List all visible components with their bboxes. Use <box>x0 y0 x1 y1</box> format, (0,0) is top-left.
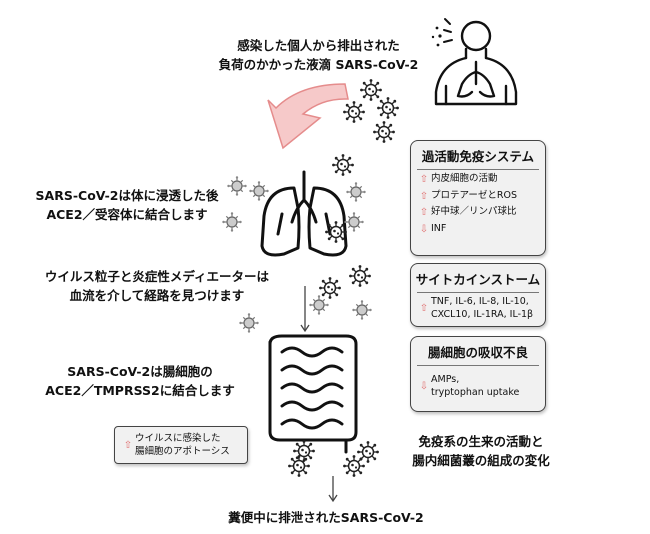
box-divider <box>417 365 539 366</box>
caption-microbiota-line1: 免疫系の生来の活動と <box>418 434 544 449</box>
box-apoptosis: ⇧ ウイルスに感染した 腸細胞のアポトーシス <box>114 426 248 464</box>
caption-bloodstream: ウイルス粒子と炎症性メディエーターは 血流を介して経路を見つけます <box>22 267 292 306</box>
caption-lung-line2: ACE2／受容体に結合します <box>46 207 208 223</box>
caption-gut-line1: SARS-CoV-2は腸細胞の <box>67 364 213 379</box>
cytokine-item: ⇧TNF, IL-6, IL-8, IL-10, CXCL10, IL-1RA,… <box>417 296 545 322</box>
up-arrow-icon: ⇧ <box>419 190 429 202</box>
box-immune-title: 過活動免疫システム <box>421 149 535 164</box>
caption-source-line2: 負荷のかかった液滴 SARS-CoV-2 <box>218 57 419 73</box>
virus-icon-group <box>287 78 400 478</box>
up-arrow-icon: ⇧ <box>419 207 429 218</box>
up-arrow-icon: ⇧ <box>123 439 133 451</box>
down-arrow-icon: ⇩ <box>419 223 429 235</box>
immune-item: ⇩INF <box>417 223 545 237</box>
box-cytokine-storm: サイトカインストーム ⇧TNF, IL-6, IL-8, IL-10, CXCL… <box>410 263 546 327</box>
down-arrow-icon: ⇩ <box>419 381 429 393</box>
caption-blood-line2: 血流を介して経路を見つけます <box>69 288 245 304</box>
box-immune-system: 過活動免疫システム ⇧内皮細胞の活動 ⇧プロテアーゼとROS ⇧好中球／リンパ球… <box>410 140 546 256</box>
intestine-icon <box>268 334 358 454</box>
caption-microbiota-line2: 腸内細菌叢の組成の変化 <box>412 453 550 469</box>
lungs-icon <box>260 170 348 257</box>
caption-feces: 糞便中に排泄されたSARS-CoV-2 <box>206 508 446 527</box>
up-arrow-icon: ⇧ <box>419 303 429 315</box>
box-cytokine-title: サイトカインストーム <box>415 272 541 287</box>
box-divider <box>417 292 539 293</box>
big-curved-arrow-icon <box>267 83 349 150</box>
caption-lung-line1: SARS-CoV-2は体に浸透した後 <box>35 188 219 203</box>
malabsorption-item: ⇩AMPs, tryptophan uptake <box>417 374 545 400</box>
flow-arrow-lungs-to-gut <box>300 286 310 333</box>
apoptosis-item: ⇧ ウイルスに感染した 腸細胞のアポトーシス <box>121 432 247 459</box>
caption-microbiota: 免疫系の生来の活動と 腸内細菌叢の組成の変化 <box>386 432 576 471</box>
caption-feces-line: 糞便中に排泄されたSARS-CoV-2 <box>228 510 424 525</box>
box-malabsorption-title: 腸細胞の吸収不良 <box>427 345 528 360</box>
box-malabsorption: 腸細胞の吸収不良 ⇩AMPs, tryptophan uptake <box>410 336 546 412</box>
immune-item: ⇧好中球／リンパ球比 <box>417 206 545 220</box>
caption-lung-entry: SARS-CoV-2は体に浸透した後 ACE2／受容体に結合します <box>22 186 232 225</box>
immune-item: ⇧内皮細胞の活動 <box>417 173 545 187</box>
apoptosis-line2: 腸細胞のアポトーシス <box>135 446 230 458</box>
caption-gut-line2: ACE2／TMPRSS2に結合します <box>45 383 235 399</box>
apoptosis-line1: ウイルスに感染した <box>135 433 221 444</box>
caption-blood-line1: ウイルス粒子と炎症性メディエーターは <box>44 269 270 284</box>
caption-source-line1: 感染した個人から排出された <box>237 38 400 53</box>
flow-arrow-gut-to-feces <box>328 476 338 503</box>
immune-item: ⇧プロテアーゼとROS <box>417 190 545 204</box>
person-coughing-icon <box>431 18 518 106</box>
up-arrow-icon: ⇧ <box>419 174 429 185</box>
caption-gut-binding: SARS-CoV-2は腸細胞の ACE2／TMPRSS2に結合します <box>22 362 258 401</box>
box-divider <box>417 169 539 170</box>
caption-source: 感染した個人から排出された 負荷のかかった液滴 SARS-CoV-2 <box>206 36 431 75</box>
